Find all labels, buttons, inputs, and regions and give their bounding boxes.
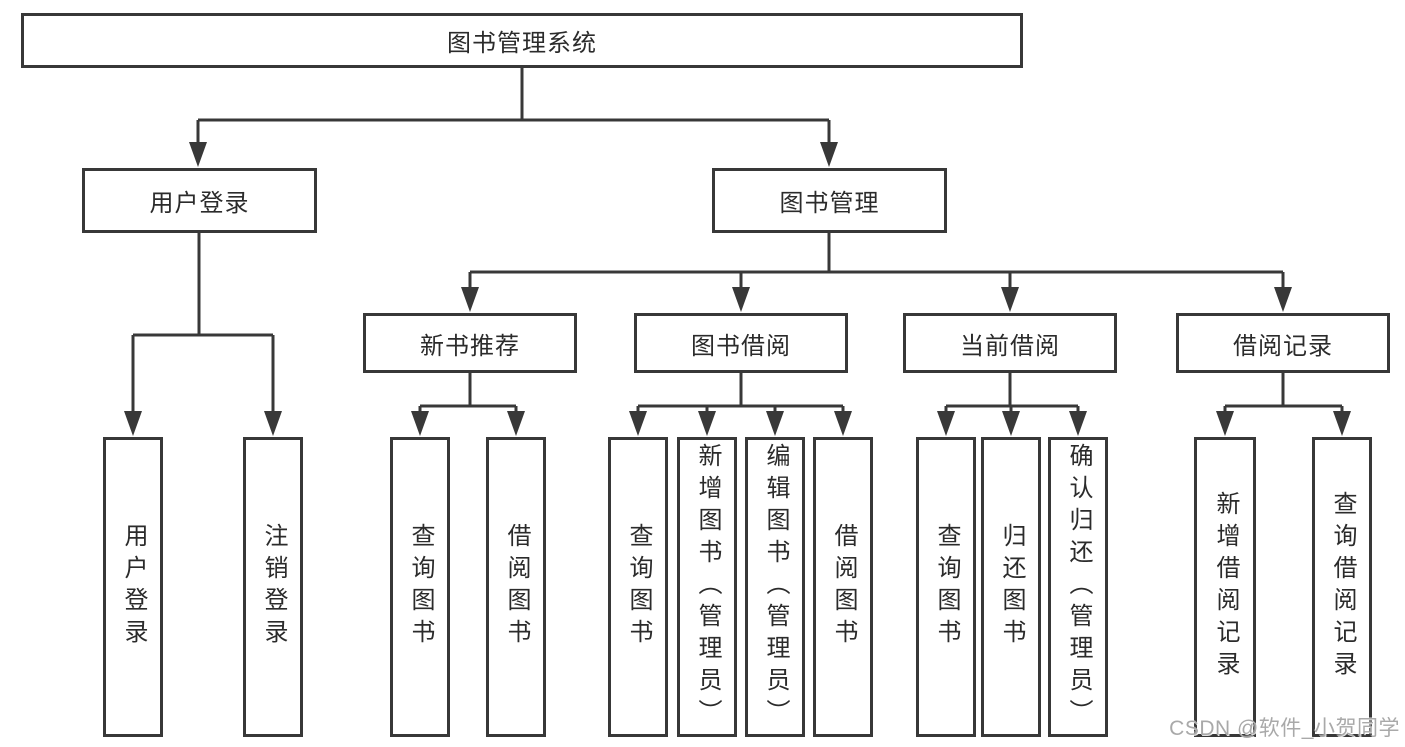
- arrowhead: [937, 411, 955, 436]
- node-label: 确认归还（管理员）: [1065, 443, 1092, 731]
- node-label: 图书管理: [779, 190, 880, 217]
- arrowhead: [1069, 411, 1087, 436]
- arrowhead: [732, 287, 750, 312]
- arrowhead: [189, 142, 207, 167]
- node-query-books-recommend: 查询图书: [390, 437, 450, 737]
- node-current-borrowing: 当前借阅: [903, 313, 1117, 373]
- node-label: 归还图书: [998, 523, 1025, 651]
- node-query-books-borrow: 查询图书: [608, 437, 668, 737]
- node-label: 借阅图书: [503, 523, 530, 651]
- arrowhead: [461, 287, 479, 312]
- node-book-borrowing: 图书借阅: [634, 313, 848, 373]
- node-label: 新书推荐: [420, 332, 520, 360]
- arrowhead: [820, 142, 838, 167]
- node-add-books-admin: 新增图书（管理员）: [677, 437, 737, 737]
- node-book-management: 图书管理: [712, 168, 947, 233]
- node-edit-books-admin: 编辑图书（管理员）: [745, 437, 805, 737]
- arrowhead: [264, 411, 282, 436]
- node-query-borrow-record: 查询借阅记录: [1312, 437, 1372, 737]
- node-borrowing-records: 借阅记录: [1176, 313, 1390, 373]
- node-logout-action: 注销登录: [243, 437, 303, 737]
- node-user-login-action: 用户登录: [103, 437, 163, 737]
- arrowhead: [698, 411, 716, 436]
- node-new-book-recommendation: 新书推荐: [363, 313, 577, 373]
- arrowhead: [1274, 287, 1292, 312]
- node-label: 新增借阅记录: [1212, 491, 1239, 683]
- node-label: 查询图书: [933, 523, 960, 651]
- arrowhead: [507, 411, 525, 436]
- node-label: 用户登录: [120, 523, 147, 651]
- node-user-login: 用户登录: [82, 168, 317, 233]
- node-library-management-system: 图书管理系统: [21, 13, 1023, 68]
- arrowhead: [124, 411, 142, 436]
- arrowhead: [629, 411, 647, 436]
- node-confirm-return-admin: 确认归还（管理员）: [1048, 437, 1108, 737]
- arrowhead: [766, 411, 784, 436]
- node-label: 查询图书: [625, 523, 652, 651]
- node-label: 图书借阅: [691, 332, 791, 360]
- node-label: 查询借阅记录: [1329, 491, 1356, 683]
- node-label: 新增图书（管理员）: [694, 443, 721, 731]
- arrowhead: [1002, 411, 1020, 436]
- node-add-borrow-record: 新增借阅记录: [1194, 437, 1256, 737]
- node-query-books-current: 查询图书: [916, 437, 976, 737]
- node-label: 借阅图书: [830, 523, 857, 651]
- arrowhead: [1216, 411, 1234, 436]
- node-label: 图书管理系统: [447, 30, 597, 57]
- csdn-watermark: CSDN @软件_小贺同学: [1169, 717, 1400, 740]
- node-label: 当前借阅: [960, 332, 1060, 360]
- node-borrow-books-recommend: 借阅图书: [486, 437, 546, 737]
- arrowhead: [1001, 287, 1019, 312]
- node-label: 借阅记录: [1233, 332, 1333, 360]
- arrowhead: [834, 411, 852, 436]
- node-return-books: 归还图书: [981, 437, 1041, 737]
- node-label: 注销登录: [260, 523, 287, 651]
- node-borrow-books-action: 借阅图书: [813, 437, 873, 737]
- arrowhead: [1333, 411, 1351, 436]
- arrowhead: [411, 411, 429, 436]
- node-label: 查询图书: [407, 523, 434, 651]
- node-label: 编辑图书（管理员）: [762, 443, 789, 731]
- node-label: 用户登录: [149, 190, 250, 217]
